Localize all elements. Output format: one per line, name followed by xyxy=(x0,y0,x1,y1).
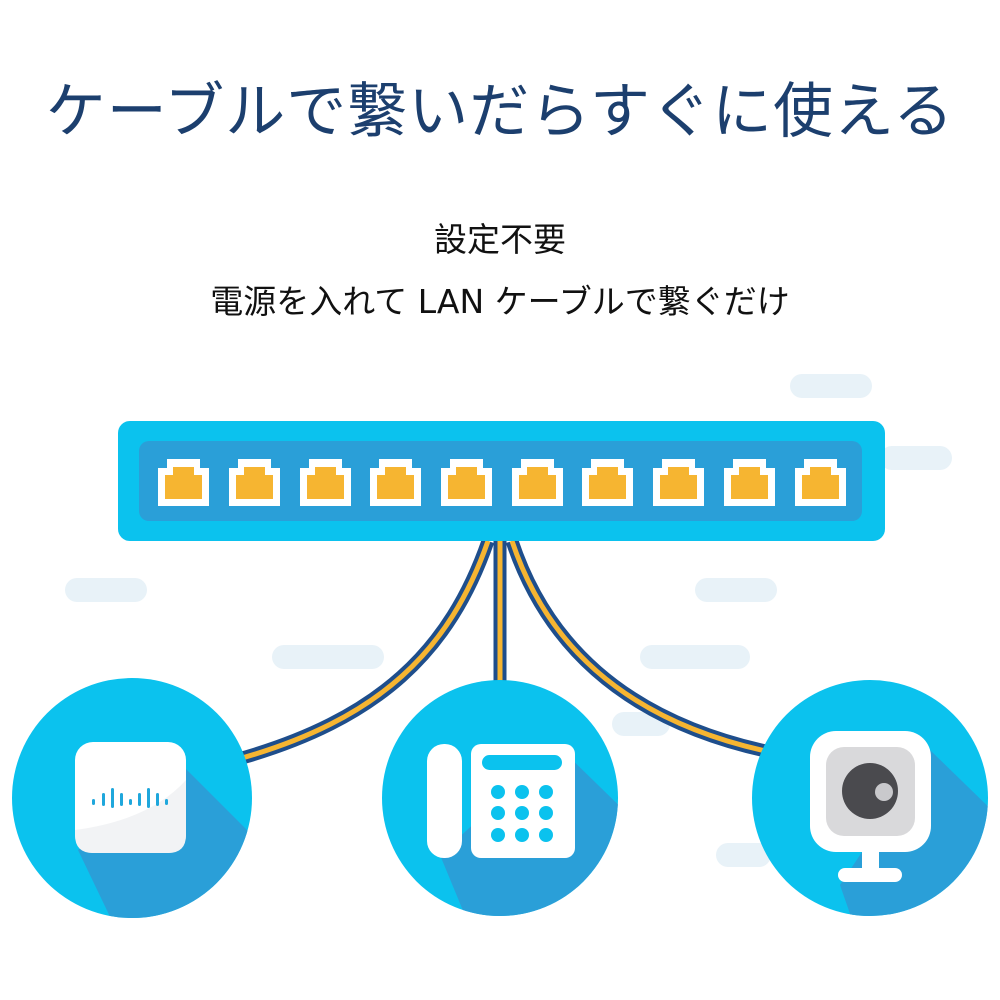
ethernet-port-icon xyxy=(229,459,280,506)
desk-phone-icon xyxy=(427,744,575,858)
ethernet-port-icon xyxy=(441,459,492,506)
ethernet-port-icon xyxy=(158,459,209,506)
lan-cables xyxy=(233,538,772,767)
ethernet-port-icon xyxy=(582,459,633,506)
ip-phone-device xyxy=(382,680,618,916)
ethernet-port-icon xyxy=(795,459,846,506)
right-cable xyxy=(505,538,772,759)
background-decoration xyxy=(65,374,952,867)
network-switch xyxy=(118,421,885,541)
ethernet-port-icon xyxy=(370,459,421,506)
webcam-icon xyxy=(810,731,931,882)
subtitle-instructions: 電源を入れて LAN ケーブルで繋ぐだけ xyxy=(210,282,790,321)
access-point-device xyxy=(12,678,252,918)
page-title: ケーブルで繋いだらすぐに使える xyxy=(45,77,955,147)
ethernet-ports xyxy=(158,459,846,506)
left-cable xyxy=(233,538,495,767)
ethernet-port-icon xyxy=(653,459,704,506)
ethernet-port-icon xyxy=(300,459,351,506)
ethernet-port-icon xyxy=(724,459,775,506)
network-camera-device xyxy=(752,680,988,916)
ethernet-port-icon xyxy=(512,459,563,506)
subtitle-no-setup: 設定不要 xyxy=(434,220,566,259)
wifi-access-point-icon xyxy=(75,742,186,853)
